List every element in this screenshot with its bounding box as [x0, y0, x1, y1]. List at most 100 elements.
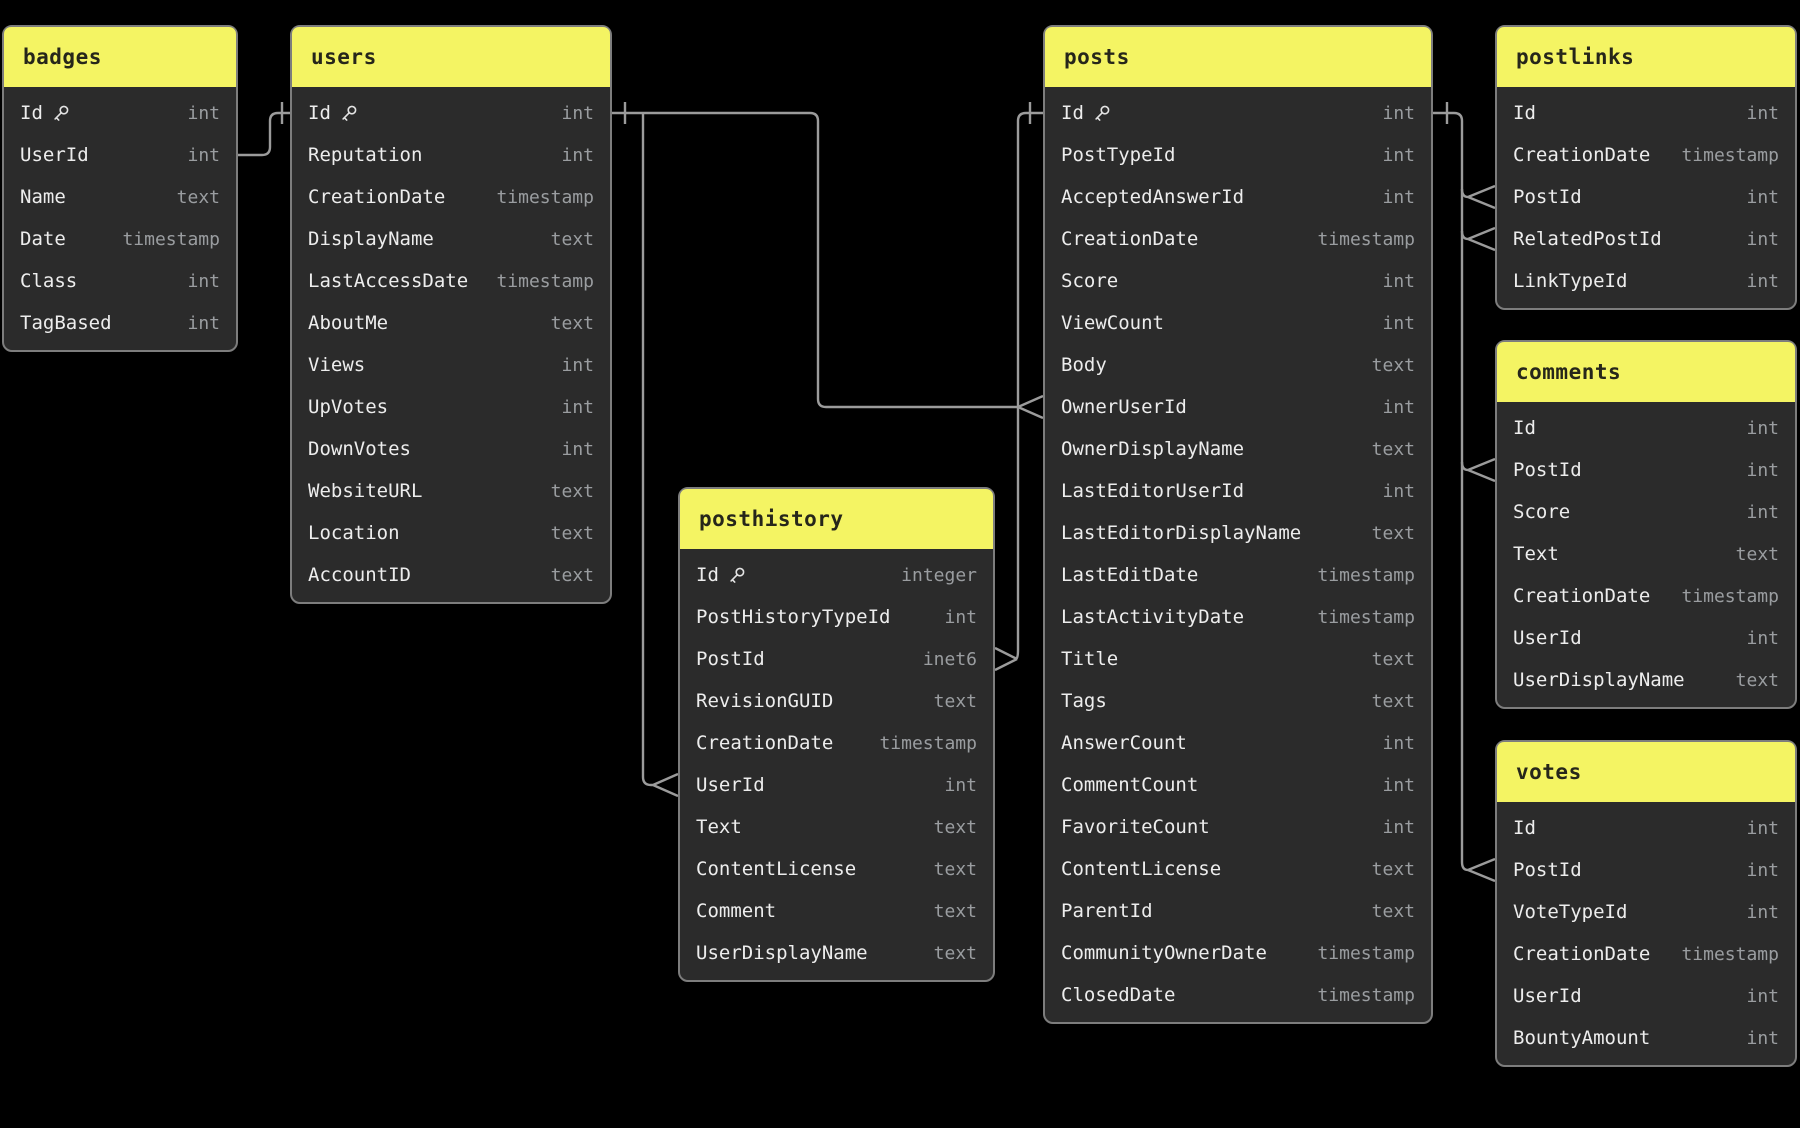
column-name: Reputation: [308, 144, 423, 166]
column-name: RevisionGUID: [696, 690, 834, 712]
column-type: timestamp: [496, 186, 594, 208]
column-name: Id: [308, 102, 357, 124]
table-header-posts[interactable]: posts: [1045, 27, 1431, 87]
table-header-users[interactable]: users: [292, 27, 610, 87]
column-type: int: [1382, 480, 1415, 502]
relationship-users-id-posts-owneruserid: [612, 102, 1044, 420]
column-name: PostId: [1513, 186, 1582, 208]
table-header-votes[interactable]: votes: [1497, 742, 1795, 802]
table-header-badges[interactable]: badges: [4, 27, 236, 87]
relationship-posts-id-postlinks-postid: [1460, 184, 1496, 210]
column-type: text: [933, 858, 977, 880]
column-name: Comment: [696, 900, 777, 922]
table-header-postlinks[interactable]: postlinks: [1497, 27, 1795, 87]
column-type: int: [187, 144, 220, 166]
column-type: int: [1746, 459, 1779, 481]
table-header-comments[interactable]: comments: [1497, 342, 1795, 402]
primary-key-icon: [342, 105, 357, 121]
table-header-posthistory[interactable]: posthistory: [680, 489, 993, 549]
column-name: Text: [696, 816, 742, 838]
column-name: CreationDate: [1513, 943, 1651, 965]
column-type: integer: [901, 564, 977, 586]
column-type: int: [1382, 144, 1415, 166]
